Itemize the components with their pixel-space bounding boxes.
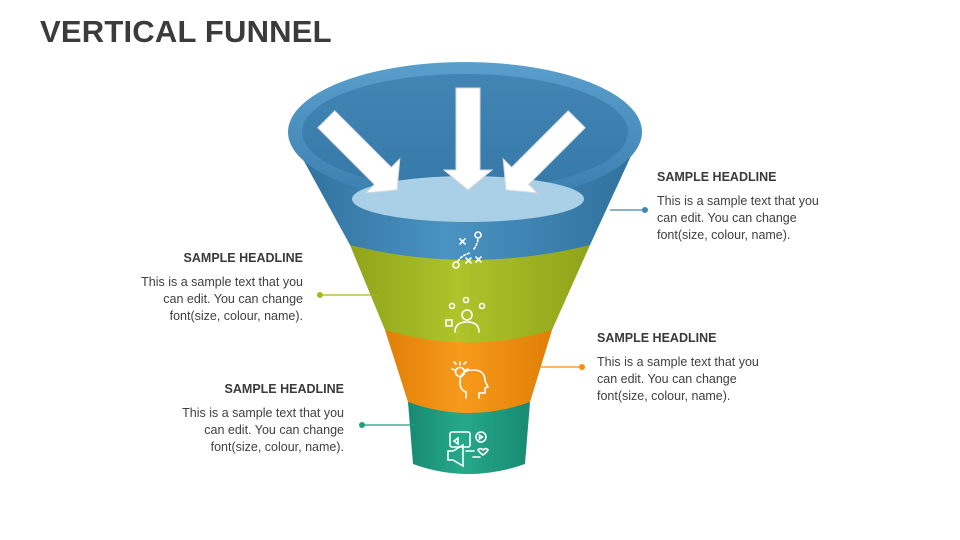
- funnel-stage-3: [385, 330, 552, 413]
- marketing-megaphone-icon: [447, 431, 489, 468]
- callout-text: This is a sample text that you can edit.…: [657, 194, 819, 242]
- funnel-stage-2: [350, 245, 590, 343]
- head-idea-icon: [451, 361, 490, 399]
- connector-lines: [317, 207, 648, 428]
- page-title: VERTICAL FUNNEL: [40, 14, 332, 49]
- callout-headline: SAMPLE HEADLINE: [597, 331, 717, 345]
- down-arrow-icon: [442, 87, 494, 191]
- person-ideas-icon: [445, 296, 486, 333]
- strategy-icon: [452, 231, 482, 269]
- callout-headline: SAMPLE HEADLINE: [183, 251, 303, 265]
- callout-text: This is a sample text that you can edit.…: [141, 275, 303, 323]
- callout-headline: SAMPLE HEADLINE: [224, 382, 344, 396]
- callout-3: SAMPLE HEADLINE This is a sample text th…: [597, 331, 797, 405]
- callout-4: SAMPLE HEADLINE This is a sample text th…: [144, 382, 344, 456]
- down-left-arrow-icon: [502, 110, 586, 194]
- inflow-arrows: [317, 87, 586, 194]
- callout-text: This is a sample text that you can edit.…: [182, 406, 344, 454]
- down-right-arrow-icon: [317, 110, 401, 194]
- callout-2: SAMPLE HEADLINE This is a sample text th…: [103, 251, 303, 325]
- funnel-stage-4: [408, 402, 530, 474]
- callout-headline: SAMPLE HEADLINE: [657, 170, 777, 184]
- callout-1: SAMPLE HEADLINE This is a sample text th…: [657, 170, 857, 244]
- callout-text: This is a sample text that you can edit.…: [597, 355, 759, 403]
